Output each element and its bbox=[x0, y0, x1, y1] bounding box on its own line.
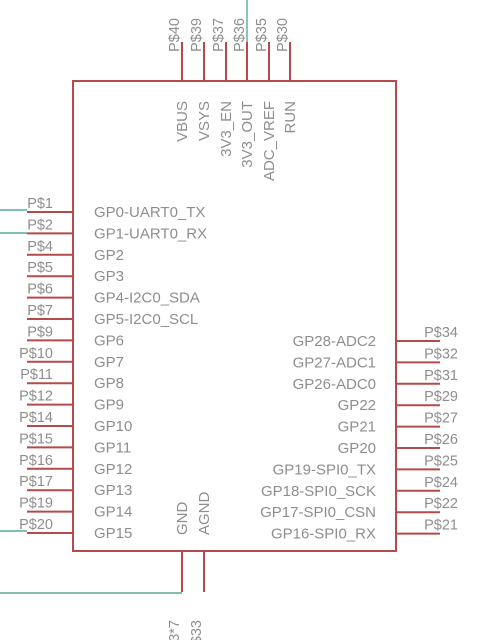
pad-label: P$36 bbox=[232, 18, 248, 52]
pad-label: P$7 bbox=[27, 303, 53, 319]
pad-label: P$1 bbox=[27, 196, 53, 212]
pad-label: P$21 bbox=[424, 518, 458, 534]
pin-name: GP17-SPI0_CSN bbox=[260, 504, 376, 521]
pin-name: GP18-SPI0_SCK bbox=[261, 483, 376, 500]
pin-name: GP2 bbox=[94, 247, 124, 264]
pin-name: GP22 bbox=[338, 397, 376, 414]
pin-name: GP15 bbox=[94, 525, 132, 542]
pin-name: GP1-UART0_RX bbox=[94, 225, 207, 242]
pin-name: GP5-I2C0_SCL bbox=[94, 311, 198, 328]
pin-name: ADC_VREF bbox=[261, 101, 278, 181]
pad-label: P$14 bbox=[19, 410, 53, 426]
pin-name: GP7 bbox=[94, 354, 124, 371]
pin-name: GP8 bbox=[94, 375, 124, 392]
pad-label: P$30 bbox=[275, 18, 291, 52]
pin-name: RUN bbox=[282, 101, 299, 134]
pin-name: GP27-ADC1 bbox=[293, 354, 376, 371]
pad-label: P$16 bbox=[19, 453, 53, 469]
pin-name: VBUS bbox=[174, 101, 191, 142]
pad-label: P$29 bbox=[424, 389, 458, 405]
pin-name: GP12 bbox=[94, 461, 132, 478]
pad-label: P$5 bbox=[27, 260, 53, 276]
pad-label: P$27 bbox=[424, 411, 458, 427]
pin-name: VSYS bbox=[196, 101, 213, 141]
pad-label: P$2 bbox=[27, 217, 53, 233]
pad-label: P$31 bbox=[424, 368, 458, 384]
pin-name: GP26-ADC0 bbox=[293, 376, 376, 393]
pad-label: P$10 bbox=[19, 346, 53, 362]
pin-name: GP4-I2C0_SDA bbox=[94, 290, 200, 307]
pin-name: GP19-SPI0_TX bbox=[273, 461, 376, 478]
pin-name: 3V3_OUT bbox=[239, 101, 256, 168]
pin-name: GP16-SPI0_RX bbox=[271, 526, 376, 543]
pin-name: AGND bbox=[196, 491, 213, 535]
pad-label: P$24 bbox=[424, 475, 458, 491]
pad-label: P$3*7 bbox=[167, 620, 183, 640]
pad-label: P$4 bbox=[27, 239, 53, 255]
pin-name: GND bbox=[174, 502, 191, 536]
pin-name: GP6 bbox=[94, 332, 124, 349]
pin-name: GP11 bbox=[94, 439, 131, 456]
pin-name: GP28-ADC2 bbox=[293, 333, 376, 350]
pad-label: P$25 bbox=[424, 453, 458, 469]
pad-label: P$6 bbox=[27, 282, 53, 298]
pin-name: GP9 bbox=[94, 397, 124, 414]
net-wires bbox=[0, 0, 248, 594]
pin-name: GP14 bbox=[94, 504, 132, 521]
pin-name: 3V3_EN bbox=[218, 101, 235, 157]
pin-name: GP20 bbox=[338, 440, 376, 457]
pins bbox=[27, 42, 440, 592]
pad-label: P$26 bbox=[424, 432, 458, 448]
pad-label: P$35 bbox=[254, 18, 270, 52]
component-body[interactable] bbox=[72, 80, 397, 552]
pad-label: P$20 bbox=[19, 517, 53, 533]
pad-label: P$37 bbox=[211, 18, 227, 52]
pin-name: GP10 bbox=[94, 418, 132, 435]
pad-label: P$12 bbox=[19, 389, 53, 405]
pad-label: P$15 bbox=[19, 431, 53, 447]
pad-label: P$33 bbox=[189, 620, 205, 640]
pin-name: GP0-UART0_TX bbox=[94, 204, 205, 221]
pad-label: P$17 bbox=[19, 474, 53, 490]
pin-name: GP21 bbox=[338, 419, 376, 436]
pad-label: P$9 bbox=[27, 324, 53, 340]
pad-label: P$39 bbox=[189, 18, 205, 52]
pin-name: GP3 bbox=[94, 268, 124, 285]
pad-label: P$34 bbox=[424, 325, 458, 341]
pad-label: P$22 bbox=[424, 496, 458, 512]
pad-label: P$11 bbox=[20, 367, 53, 383]
pin-name: GP13 bbox=[94, 482, 132, 499]
pad-label: P$40 bbox=[167, 18, 183, 52]
pad-label: P$19 bbox=[19, 496, 53, 512]
pad-label: P$32 bbox=[424, 346, 458, 362]
